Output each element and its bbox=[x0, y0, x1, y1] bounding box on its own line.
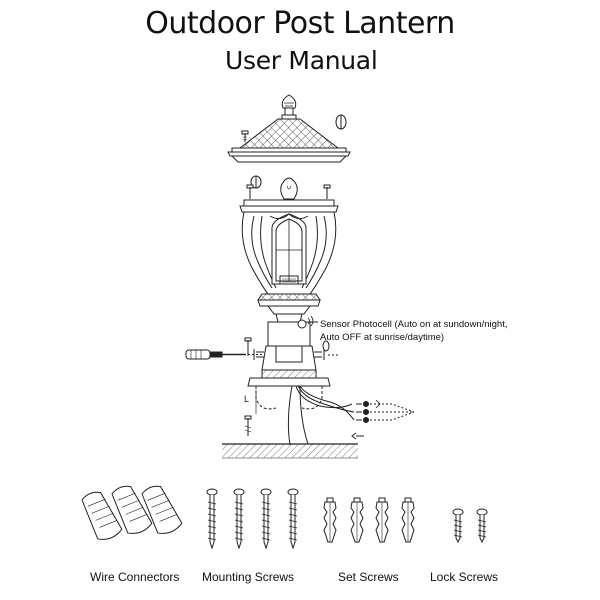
set-screws-label: Set Screws bbox=[338, 570, 399, 584]
mounting-screws-label: Mounting Screws bbox=[202, 570, 295, 584]
set-screw-icon bbox=[253, 349, 340, 360]
lock-screws-label: Lock Screws bbox=[430, 570, 499, 584]
wire-label: L bbox=[244, 394, 249, 404]
screwdriver-icon bbox=[185, 349, 262, 360]
post-base bbox=[247, 313, 331, 387]
manual-title: Outdoor Post Lantern bbox=[145, 6, 455, 41]
lantern-collar bbox=[257, 293, 321, 315]
housing-screw-icon bbox=[246, 184, 331, 199]
lock-screw-icon bbox=[452, 508, 488, 544]
set-screw-anchor-icon bbox=[323, 497, 415, 543]
ground-screw-icon bbox=[244, 415, 252, 436]
lantern-roof bbox=[227, 94, 351, 163]
wire-connectors-label: Wire Connectors bbox=[90, 570, 180, 584]
manual-subtitle: User Manual bbox=[225, 46, 378, 75]
rotate-icon bbox=[322, 340, 330, 352]
callout-line: Auto OFF at sunrise/daytime) bbox=[320, 332, 445, 343]
base-screw-icon bbox=[244, 337, 252, 356]
power-wires bbox=[287, 385, 415, 446]
wire-connector-icon bbox=[81, 485, 183, 540]
callout-line: Sensor Photocell (Auto on at sundown/nig… bbox=[320, 319, 508, 330]
photocell-sensor-icon bbox=[297, 315, 314, 329]
ground-surface bbox=[222, 443, 358, 459]
roof-screw-icon bbox=[241, 130, 249, 142]
mounting-screw-icon bbox=[206, 488, 299, 550]
lantern-glass-housing bbox=[239, 199, 339, 295]
rotate-icon bbox=[335, 114, 347, 130]
photocell-callout: Sensor Photocell (Auto on at sundown/nig… bbox=[320, 318, 507, 344]
rotate-icon bbox=[250, 175, 262, 189]
